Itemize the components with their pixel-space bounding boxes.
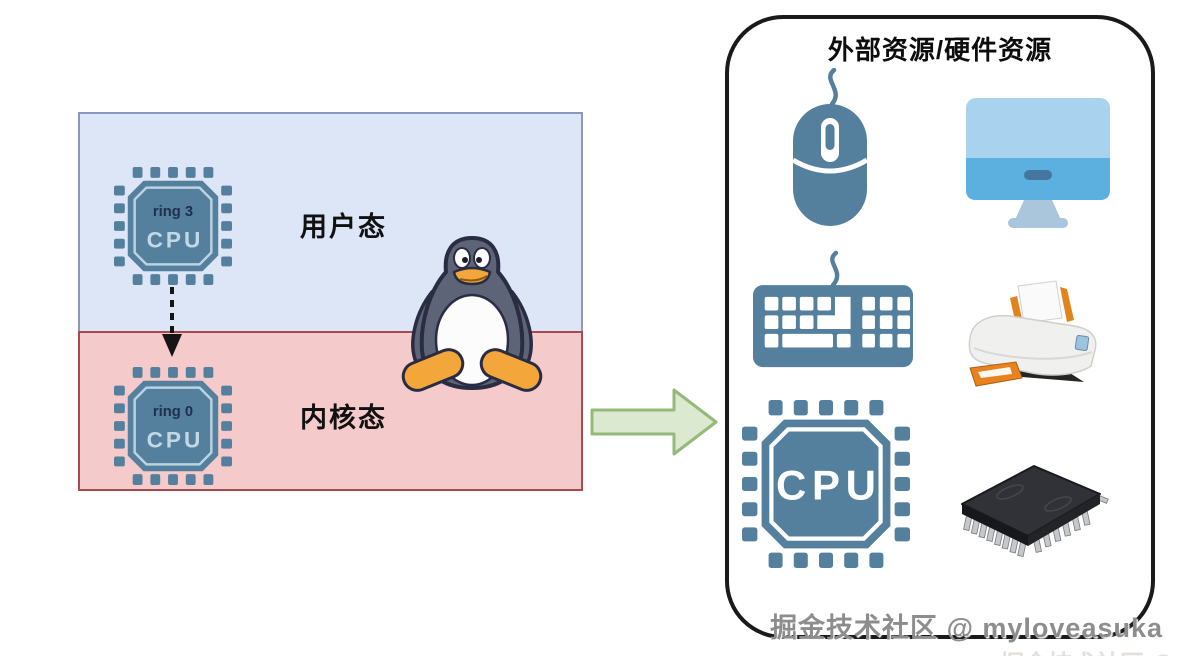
cpu-chip-ring0-icon: ring 0 CPU	[114, 367, 232, 485]
cpu-chip-ring3-icon: ring 3 CPU	[114, 167, 232, 285]
cpu-icon-label: CPU	[776, 461, 881, 508]
hardware-panel-title: 外部资源/硬件资源	[827, 35, 1053, 65]
printer-icon	[968, 280, 1097, 387]
flow-arrow-right	[590, 388, 718, 456]
ring0-label: ring 0	[153, 404, 193, 420]
keyboard-icon	[753, 250, 913, 368]
kernel-mode-label: 内核态	[300, 403, 387, 433]
ring3-cpu-label: CPU	[147, 228, 204, 253]
linux-tux-icon	[401, 236, 543, 392]
ring0-cpu-label: CPU	[147, 428, 204, 453]
monitor-icon	[966, 98, 1110, 228]
user-mode-label: 用户态	[300, 212, 387, 242]
watermark-text: 掘金技术社区 @ myloveasuka	[770, 613, 1163, 643]
mouse-icon	[791, 68, 869, 226]
memory-chip-icon	[961, 465, 1109, 557]
cpu-icon: CPU	[742, 400, 910, 568]
mode-switch-arrow	[162, 287, 182, 357]
watermark-faint-text: 掘金技术社区 @ myloveasuka	[1000, 644, 1182, 656]
ring3-label: ring 3	[153, 204, 193, 220]
